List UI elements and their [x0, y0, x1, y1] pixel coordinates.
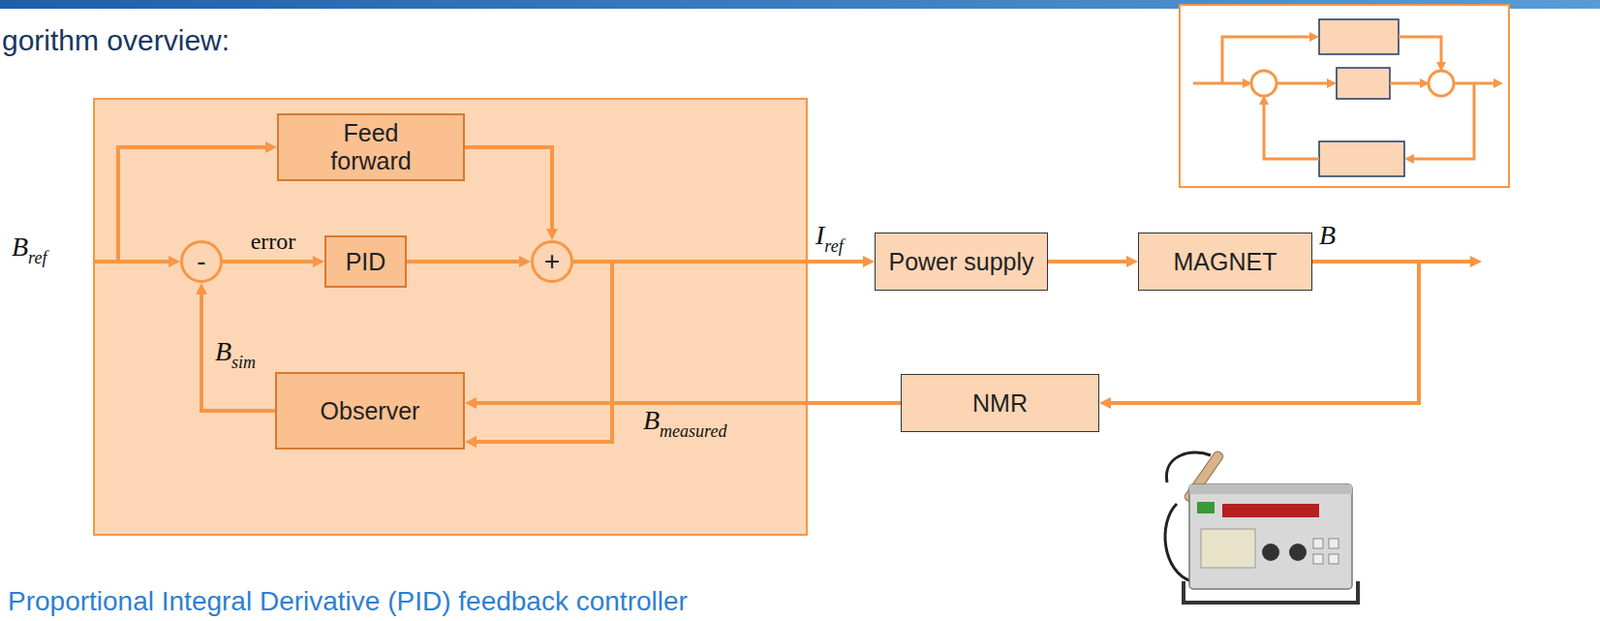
bullet-text-group: Proportional Integral Derivative (PID) f…	[7, 584, 688, 618]
controller-panel	[93, 98, 807, 535]
summing-junction: -	[180, 240, 223, 283]
signal-name: measured	[659, 421, 727, 441]
signal-name-group: Bsim	[215, 337, 256, 367]
feedforward-box: Feed forward	[276, 113, 465, 182]
node-label: MAGNET	[1173, 247, 1278, 277]
node-label: +	[544, 247, 560, 276]
slide-heading-group: gorithm overview:	[1, 23, 230, 59]
pid-box: PID	[324, 235, 407, 288]
summing-junction: +	[530, 240, 574, 283]
signal-arrow	[464, 147, 553, 233]
signal-arrow	[1047, 259, 1131, 264]
signal-arrow	[573, 259, 867, 264]
node-label: -	[196, 247, 206, 276]
signal-name-group: Bmeasured	[643, 405, 727, 435]
slide-heading: gorithm overview:	[1, 24, 230, 57]
node-label: NMR	[972, 389, 1028, 418]
signal-name: ref	[28, 247, 47, 268]
nmr-box: NMR	[900, 373, 1100, 432]
bullet-text: Proportional Integral Derivative (PID) f…	[7, 585, 688, 616]
signal-arrow	[472, 261, 613, 442]
magnet-box: MAGNET	[1138, 232, 1313, 291]
signal-arrow	[472, 400, 901, 405]
node-label: Power supply	[888, 247, 1034, 277]
signal-name: I	[815, 219, 825, 250]
signal-arrow	[406, 259, 524, 264]
signal-name: B	[215, 336, 232, 367]
signal-name: B	[11, 231, 29, 262]
node-label: PID	[345, 247, 387, 277]
signal-name-group: Iref	[815, 220, 844, 250]
nmr-device-illustration	[1165, 450, 1358, 603]
power-supply-box: Power supply	[874, 232, 1048, 291]
observer-box: Observer	[275, 371, 465, 450]
signal-name: B	[1319, 219, 1336, 250]
signal-name: B	[643, 404, 660, 435]
signal-name: ref	[824, 236, 843, 256]
node-label: Feed forward	[312, 119, 430, 176]
signal-name-group: Bref	[11, 232, 47, 262]
input-wire	[93, 147, 270, 262]
signal-arrow	[201, 290, 276, 411]
signal-name: sim	[231, 352, 256, 372]
signal-arrow	[222, 259, 317, 264]
signal-label: error	[247, 228, 300, 254]
inset-thumbnail	[1179, 4, 1509, 187]
signal-name-group: B	[1319, 220, 1336, 250]
node-label: Observer	[320, 397, 421, 426]
